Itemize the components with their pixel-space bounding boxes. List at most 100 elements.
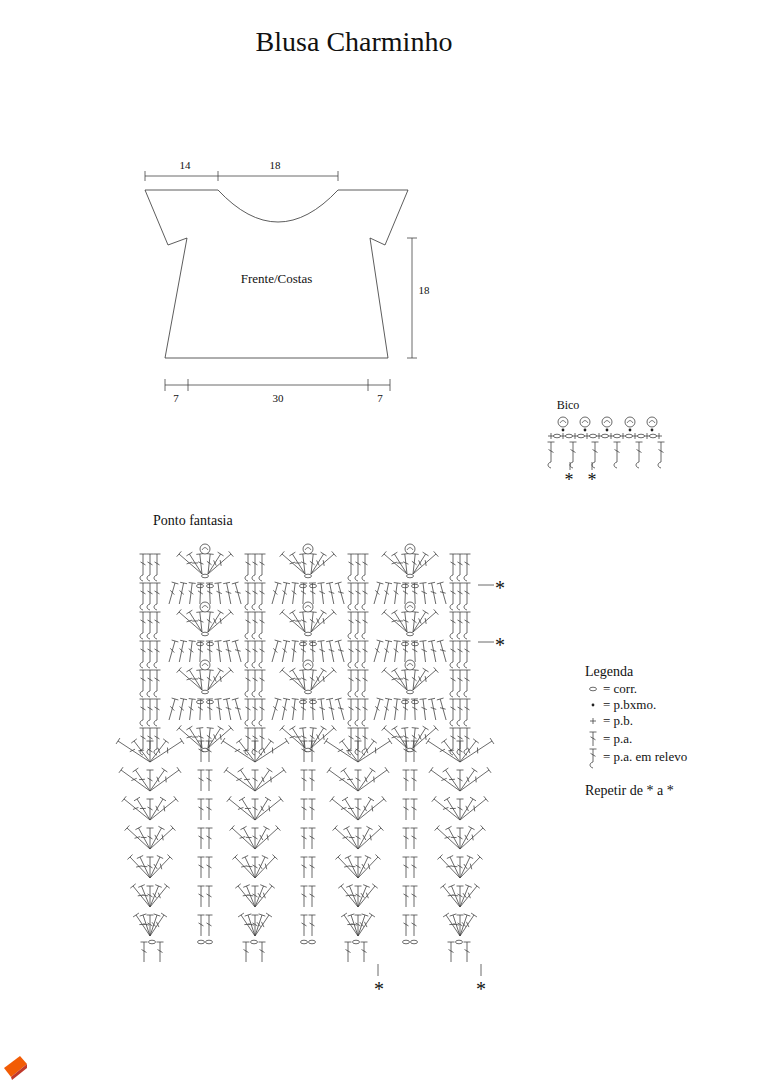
double-crochet-symbol <box>198 857 205 878</box>
slip-stitch-symbol <box>584 429 587 432</box>
picot-symbol <box>602 417 612 427</box>
double-crochet-symbol <box>255 884 275 907</box>
double-crochet-symbol <box>358 885 370 907</box>
double-crochet-symbol <box>402 641 409 662</box>
double-crochet-symbol <box>236 739 255 762</box>
double-crochet-symbol <box>147 799 154 820</box>
double-crochet-symbol <box>282 582 290 604</box>
double-crochet-symbol <box>150 739 169 762</box>
double-crochet-symbol <box>147 828 154 849</box>
chain-symbol <box>402 584 409 588</box>
double-crochet-symbol <box>232 582 241 604</box>
double-crochet-symbol <box>413 667 438 690</box>
double-crochet-symbol <box>208 725 233 748</box>
double-crochet-symbol <box>259 942 266 962</box>
dimension-tick <box>218 171 219 181</box>
double-crochet-symbol <box>208 668 224 690</box>
double-crochet-symbol <box>138 885 150 907</box>
double-crochet-symbol <box>309 915 316 936</box>
double-crochet-symbol <box>198 886 205 907</box>
relief-stitch-symbol <box>548 442 555 468</box>
double-crochet-symbol <box>311 668 327 690</box>
chain-symbol <box>402 642 409 646</box>
double-crochet-symbol <box>413 552 429 574</box>
double-crochet-symbol <box>301 741 308 762</box>
double-crochet-symbol <box>197 641 204 662</box>
relief-stitch-symbol <box>450 612 457 639</box>
chain-symbol <box>207 642 214 646</box>
picot-symbol <box>305 606 311 609</box>
chain-symbol <box>300 642 307 646</box>
double-crochet-symbol <box>282 698 290 720</box>
double-crochet-symbol <box>420 699 427 720</box>
double-crochet-symbol <box>301 886 308 907</box>
relief-stitch-symbol <box>252 612 259 639</box>
double-crochet-symbol <box>300 641 307 662</box>
relief-stitch-symbol <box>355 554 362 581</box>
double-crochet-symbol <box>221 738 255 762</box>
relief-stitch-symbol <box>245 728 252 755</box>
chain-symbol <box>353 940 360 944</box>
double-crochet-symbol <box>206 857 213 878</box>
double-crochet-symbol <box>309 741 316 762</box>
double-crochet-symbol <box>198 915 205 936</box>
relief-stitch-symbol <box>464 641 471 668</box>
double-crochet-symbol <box>429 767 460 791</box>
picot-symbol <box>405 660 415 670</box>
slip-stitch-symbol <box>629 429 632 432</box>
double-crochet-symbol <box>301 770 308 791</box>
double-crochet-symbol <box>232 698 241 720</box>
double-crochet-symbol <box>428 698 436 720</box>
chain-symbol <box>309 940 316 944</box>
double-crochet-symbol <box>255 913 272 936</box>
double-crochet-symbol <box>343 826 358 849</box>
relief-stitch-symbol <box>245 612 252 639</box>
double-crochet-symbol <box>301 857 308 878</box>
double-crochet-symbol <box>309 828 316 849</box>
dimension-tick <box>145 171 146 181</box>
slip-stitch-symbol <box>606 429 609 432</box>
relief-stitch-symbol <box>348 554 355 581</box>
double-crochet-symbol <box>309 641 316 662</box>
dimension-tick <box>390 379 391 391</box>
double-crochet-symbol <box>215 641 222 662</box>
double-crochet-symbol <box>169 698 178 720</box>
double-crochet-symbol <box>242 855 255 878</box>
double-crochet-symbol <box>280 667 305 690</box>
double-crochet-symbol <box>243 942 250 962</box>
repeat-leader <box>481 964 482 976</box>
chain-symbol <box>626 434 633 438</box>
relief-stitch-symbol <box>355 699 362 726</box>
chain-symbol <box>412 700 419 704</box>
double-crochet-symbol <box>460 768 477 791</box>
double-crochet-symbol <box>299 670 306 690</box>
picot-symbol <box>407 548 413 551</box>
double-crochet-symbol <box>411 741 418 762</box>
double-crochet-symbol <box>382 551 407 574</box>
relief-stitch-symbol <box>362 641 369 668</box>
double-crochet-symbol <box>411 641 418 662</box>
double-crochet-symbol <box>238 768 255 791</box>
double-crochet-symbol <box>240 826 255 849</box>
title: Blusa Charminho <box>256 27 453 58</box>
double-crochet-symbol <box>311 552 327 574</box>
double-crochet-symbol <box>457 828 464 849</box>
relief-stitch-symbol <box>592 442 599 468</box>
double-crochet-symbol <box>448 885 460 907</box>
double-crochet-symbol <box>137 855 150 878</box>
double-crochet-symbol <box>189 583 196 604</box>
double-crochet-symbol <box>255 885 267 907</box>
relief-stitch-symbol <box>457 641 464 668</box>
relief-stitch-symbol <box>457 612 464 639</box>
relief-stitch-symbol <box>450 583 457 610</box>
double-crochet-symbol <box>335 698 344 720</box>
double-crochet-symbol <box>413 725 438 748</box>
double-crochet-symbol <box>206 770 213 791</box>
chain-symbol <box>206 940 213 944</box>
double-crochet-symbol <box>282 640 290 662</box>
double-crochet-symbol <box>179 582 187 604</box>
relief-stitch-symbol <box>362 670 369 697</box>
relief-stitch-symbol <box>259 670 266 697</box>
relief-stitch-symbol <box>355 641 362 668</box>
